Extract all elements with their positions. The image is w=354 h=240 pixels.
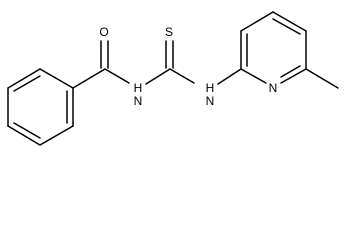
- bond-pyridine-inner-c: [280, 65, 301, 78]
- benzene-ring: [7, 68, 74, 146]
- bond-thiocarbonyl-to-nh: [169, 68, 195, 84]
- bond-methyl: [305, 68, 339, 89]
- bond-pyridine-5: [280, 68, 307, 84]
- bond-benzene-4: [7, 125, 41, 146]
- carbonyl-group: O: [72, 25, 130, 89]
- bond-benzene-inner-b: [13, 122, 41, 139]
- nitrogen-label: N: [206, 94, 215, 108]
- nitrogen-label: N: [134, 94, 143, 108]
- bond-pyridine-2: [240, 11, 274, 32]
- bond-pyridine-inner-b: [272, 18, 301, 35]
- bond-carbonyl-to-nh: [104, 68, 130, 84]
- bond-benzene-inner-a: [13, 75, 41, 92]
- bond-benzene-1: [39, 68, 74, 89]
- bond-pyridine-3: [272, 11, 307, 32]
- bond-ring-to-carbonyl: [72, 68, 106, 89]
- hydrogen-label: H: [206, 81, 215, 95]
- bond-pyridine-6: [240, 68, 267, 84]
- oxygen-label: O: [99, 25, 108, 39]
- pyridine-n-label: N: [269, 81, 278, 95]
- bond-benzene-2: [7, 68, 41, 89]
- bond-nh-to-pyridine: [217, 68, 242, 85]
- sulfur-label: S: [165, 25, 173, 39]
- bond-nh-to-thiocarbonyl: [145, 68, 171, 85]
- hydrogen-label: H: [134, 81, 143, 95]
- bond-benzene-5: [39, 125, 74, 146]
- thiocarbonyl-group: S: [165, 25, 195, 84]
- pyridine-ring: N: [240, 11, 307, 95]
- methyl-group: [305, 68, 339, 89]
